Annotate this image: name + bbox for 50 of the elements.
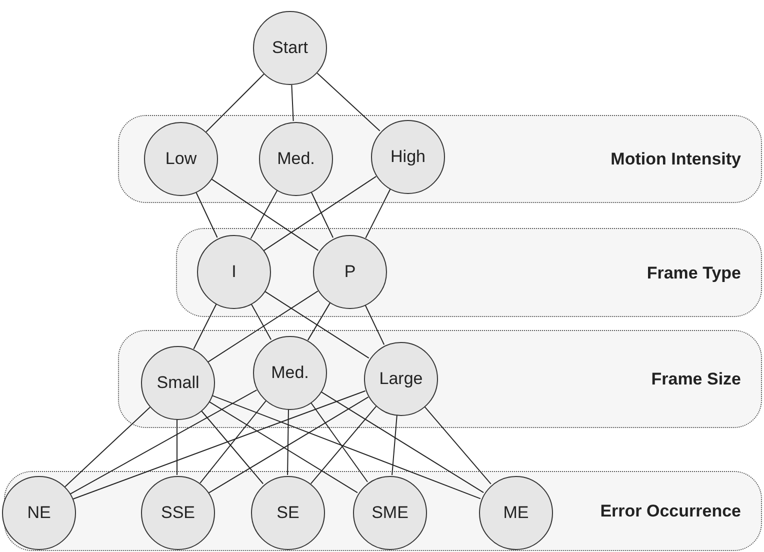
node-label: SME: [372, 502, 408, 524]
layer-band: [118, 115, 762, 203]
connector-line: [424, 406, 492, 484]
connector-line: [310, 402, 368, 482]
node-label: High: [390, 146, 426, 168]
node-label: Med.: [271, 362, 309, 384]
node-label: SSE: [160, 502, 196, 524]
layer-band: [4, 471, 762, 551]
connector-line: [208, 290, 318, 362]
connector-line: [70, 390, 258, 494]
connector-line: [310, 190, 334, 238]
connector-line: [291, 84, 294, 122]
layer-label: Motion Intensity: [610, 148, 741, 170]
connector-line: [176, 418, 178, 476]
connector-line: [193, 304, 217, 350]
connector-line: [320, 390, 484, 494]
layer-label: Error Occurrence: [600, 500, 741, 522]
connector-line: [64, 406, 150, 488]
connector-line: [200, 400, 266, 484]
node-label: SE: [276, 502, 300, 524]
node-label: Small: [156, 372, 200, 394]
connector-line: [250, 190, 278, 240]
connector-line: [316, 72, 380, 132]
node-label: Start: [272, 37, 308, 60]
layer-label: Frame Size: [651, 368, 741, 390]
connector-line: [365, 188, 391, 238]
connector-line: [307, 302, 331, 341]
node-label: I: [232, 261, 236, 284]
layer-band: [176, 228, 762, 317]
node-label: Large: [379, 368, 423, 390]
node-label: Low: [165, 148, 197, 170]
connector-line: [210, 178, 319, 251]
node-label: P: [344, 261, 356, 284]
connector-line: [392, 414, 398, 476]
connector-line: [250, 302, 272, 340]
node-label: ME: [503, 502, 529, 524]
connector-line: [211, 394, 481, 500]
connector-line: [310, 406, 377, 484]
connector-line: [264, 290, 370, 359]
connector-line: [287, 408, 289, 476]
connector-line: [263, 176, 377, 252]
connector-line: [72, 390, 366, 500]
node-label: Med.: [277, 148, 315, 170]
layer-band: [118, 330, 762, 428]
connector-line: [206, 74, 264, 132]
layer-label: Frame Type: [646, 262, 741, 284]
connector-line: [200, 410, 264, 484]
connector-line: [195, 191, 218, 238]
connector-line: [364, 304, 385, 346]
node-label: NE: [27, 502, 51, 524]
